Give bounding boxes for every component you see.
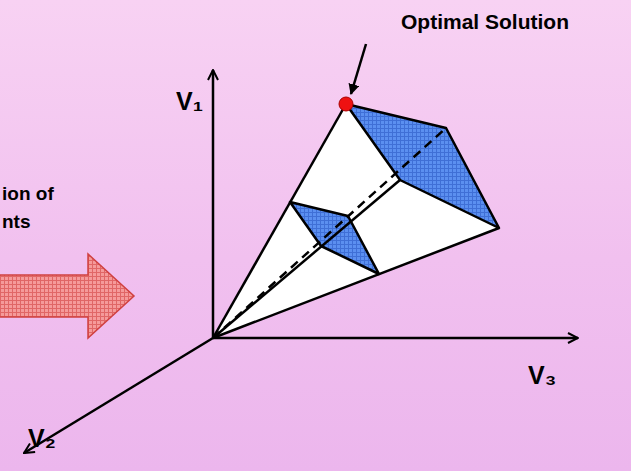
axis-v3 xyxy=(213,337,578,340)
axis-v1 xyxy=(212,70,215,338)
step-arrow xyxy=(0,254,134,338)
cone-edge xyxy=(213,228,499,338)
callout-text: Optimal Solution xyxy=(401,10,569,33)
cross-section xyxy=(346,104,499,228)
optimal-point xyxy=(339,97,353,111)
leader-arrow xyxy=(351,44,366,94)
axis-label: V₁ xyxy=(176,88,203,116)
axis-label: V₃ xyxy=(528,362,556,390)
axis-label: V₂ xyxy=(28,425,56,453)
heading-fragment: ion of xyxy=(2,184,54,205)
cone-edge xyxy=(213,104,346,338)
heading-fragment: nts xyxy=(2,212,31,233)
cone-face xyxy=(213,104,499,338)
hidden-edge xyxy=(213,128,446,338)
axis-v2 xyxy=(24,338,213,453)
